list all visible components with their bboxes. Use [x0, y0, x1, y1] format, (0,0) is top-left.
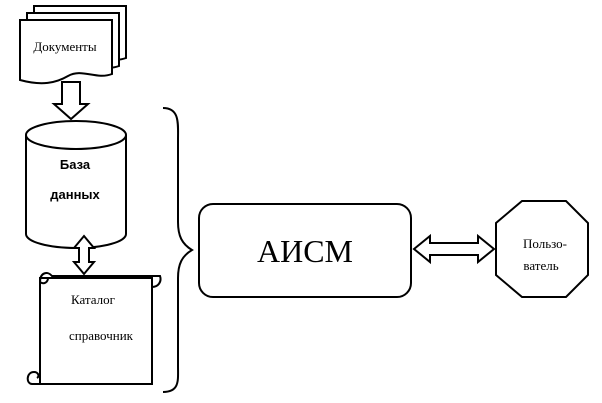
document-sheet-front — [19, 19, 113, 85]
catalog-scroll-bottom-curl — [26, 370, 40, 385]
documents-label: Документы — [33, 39, 96, 54]
user-label-line1: Пользо- — [523, 236, 567, 251]
user-node: Пользо- ватель — [495, 200, 589, 298]
user-octagon — [495, 200, 589, 298]
database-cylinder-top — [25, 120, 127, 150]
catalog-label-line1: Каталог — [71, 292, 115, 307]
aism-box — [198, 203, 412, 298]
catalog-scroll-body — [39, 277, 153, 385]
database-label-line1: База — [60, 157, 91, 172]
catalog-label-line2: справочник — [69, 328, 134, 343]
arrow-documents-to-database — [51, 81, 91, 121]
arrow-aism-user — [412, 233, 496, 265]
user-label-line2: ватель — [523, 258, 558, 273]
catalog-scroll-top-curl — [39, 272, 162, 288]
catalog-node: Каталог справочник — [26, 272, 162, 385]
documents-node: Документы — [19, 5, 127, 85]
database-label-line2: данных — [50, 187, 100, 202]
aism-label: АИСМ — [257, 233, 353, 269]
database-node: База данных — [25, 120, 127, 249]
aism-node: АИСМ — [198, 203, 412, 298]
catalog-scroll-top-curl-inner — [39, 277, 49, 285]
grouping-brace — [162, 107, 194, 393]
arrow-database-catalog — [71, 234, 97, 276]
